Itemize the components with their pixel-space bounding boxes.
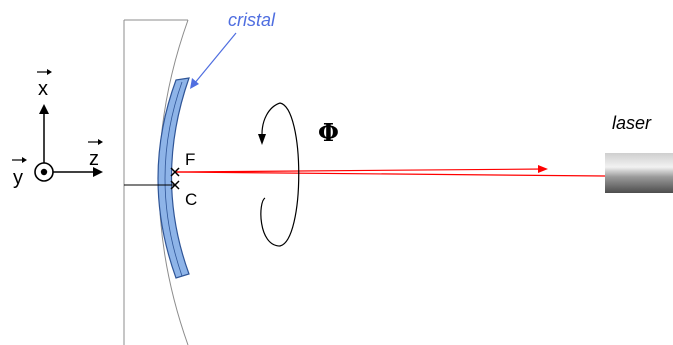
axis-y-label: y bbox=[13, 167, 23, 189]
rotation-arrow-icon bbox=[260, 102, 300, 247]
point-c-label: C bbox=[185, 190, 197, 209]
incident-beam bbox=[175, 171, 606, 177]
axis-x-vector-arrow-icon bbox=[37, 69, 52, 75]
coordinate-axes bbox=[34, 104, 103, 182]
axis-y-vector-arrow-icon bbox=[12, 157, 27, 163]
laser-label: laser bbox=[612, 113, 652, 133]
crystal-label: cristal bbox=[228, 10, 276, 30]
rotation-arrowhead-icon bbox=[258, 134, 266, 145]
crystal-inner-line bbox=[164, 81, 183, 277]
phi-label: Φ bbox=[318, 118, 339, 147]
laser-body bbox=[605, 153, 673, 193]
point-f-label: F bbox=[185, 150, 195, 169]
axis-z-label: z bbox=[89, 148, 99, 170]
reflected-beam-arrowhead bbox=[538, 165, 548, 173]
center-marker-c bbox=[170, 180, 180, 190]
axis-x-label: x bbox=[38, 78, 48, 100]
crystal-pointer-arrow bbox=[190, 32, 237, 89]
reflected-beam bbox=[175, 168, 546, 173]
focus-marker-f bbox=[170, 167, 180, 177]
axis-z-vector-arrow-icon bbox=[88, 139, 103, 145]
curved-crystal bbox=[157, 77, 190, 279]
